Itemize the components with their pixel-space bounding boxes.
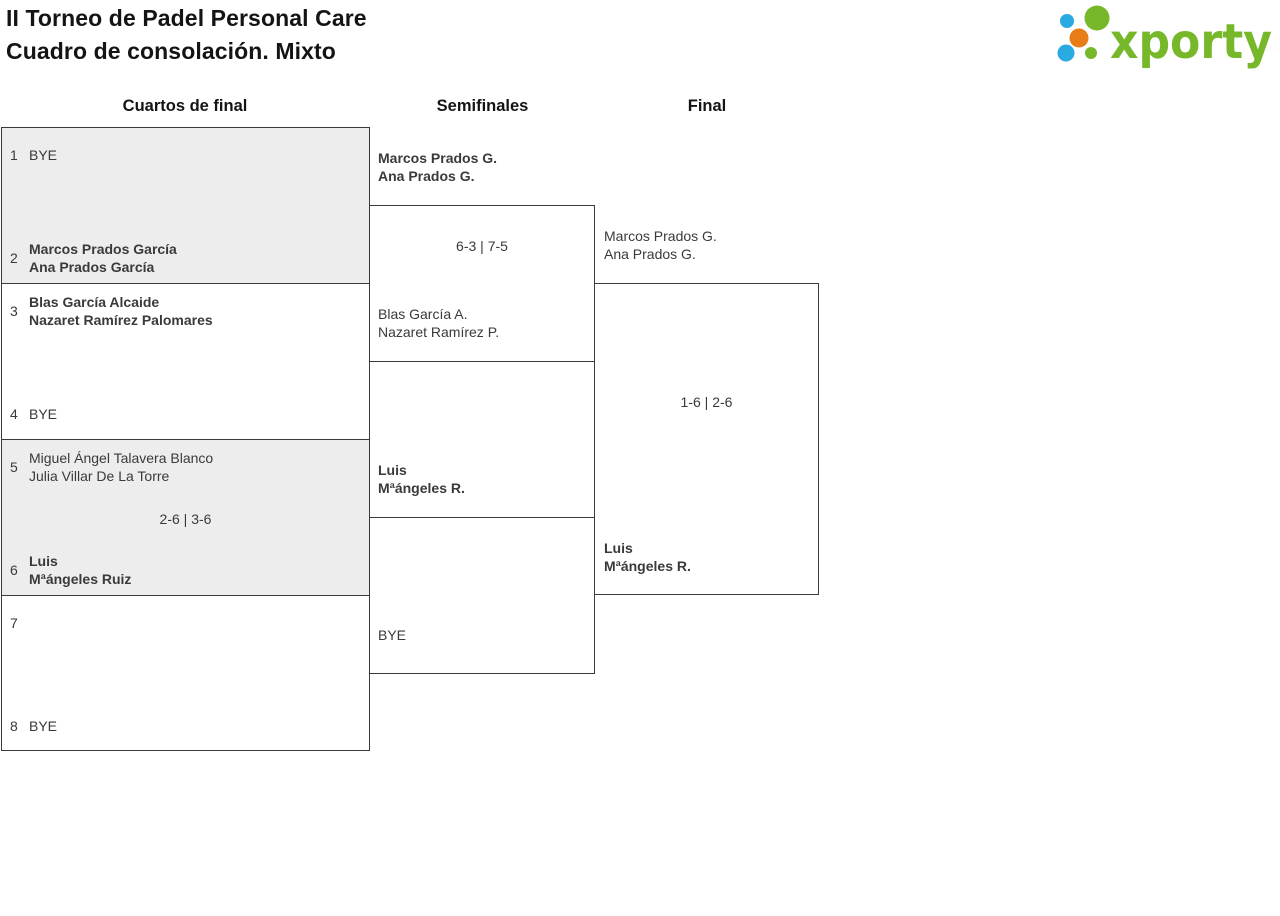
logo-dot-blue-big	[1057, 44, 1075, 62]
logo-dot-blue-small	[1060, 14, 1074, 28]
seed-number: 3	[10, 303, 18, 319]
match-final: Marcos Prados G. Ana Prados G. 1-6 | 2-6…	[594, 228, 819, 595]
team-name-line2: Mªángeles Ruiz	[29, 571, 132, 587]
seed-number: 7	[10, 615, 18, 631]
seed-number: 6	[10, 562, 18, 578]
seed-number: 5	[10, 459, 18, 475]
seed-number: 4	[10, 406, 18, 422]
team-names: Blas García A. Nazaret Ramírez P.	[378, 305, 499, 341]
match-score: 1-6 | 2-6	[680, 394, 733, 410]
team-names: Luis Mªángeles R.	[378, 461, 465, 497]
team-name-line1: Luis	[378, 462, 407, 478]
logo-dot-orange	[1069, 28, 1089, 48]
team-name-line2: Ana Prados G.	[604, 246, 696, 262]
logo-dot-green-big	[1084, 5, 1110, 31]
team-name-line1: BYE	[29, 147, 58, 163]
team-name-line1: Luis	[604, 540, 633, 556]
team-name-line1: BYE	[378, 627, 407, 643]
team-name-line1: Marcos Prados G.	[378, 150, 498, 166]
team-name-line2: Julia Villar De La Torre	[29, 468, 170, 484]
team-name-line1: BYE	[29, 718, 58, 734]
logo-wordmark: xporty	[1110, 14, 1272, 70]
team-row: 1 BYE	[10, 146, 363, 164]
team-row: 4 BYE	[10, 405, 363, 423]
round-header-final: Final	[687, 97, 727, 115]
team-name-line1: BYE	[29, 406, 58, 422]
team-name-line1: Luis	[29, 553, 58, 569]
draw-name: Cuadro de consolación. Mixto	[6, 38, 336, 64]
xporty-logo[interactable]: xporty	[1048, 0, 1276, 72]
match-semifinal-2: Luis Mªángeles R. BYE	[369, 462, 595, 674]
team-names: Blas García Alcaide Nazaret Ramírez Palo…	[29, 293, 213, 329]
team-name-line2: Nazaret Ramírez P.	[378, 324, 500, 340]
seed-number: 1	[10, 147, 18, 163]
team-name-line1: Blas García Alcaide	[29, 294, 160, 310]
team-names: Marcos Prados G. Ana Prados G.	[378, 149, 497, 185]
match-quarterfinal-2: 3 Blas García Alcaide Nazaret Ramírez Pa…	[1, 283, 370, 440]
team-names: Luis Mªángeles Ruiz	[29, 552, 131, 588]
team-name-line2: Mªángeles R.	[604, 558, 691, 574]
round-header-quarterfinals: Cuartos de final	[122, 97, 248, 115]
team-names: BYE	[29, 717, 57, 735]
team-name-line1: Marcos Prados G.	[604, 228, 717, 244]
match-quarterfinal-4: 7 8 BYE	[1, 595, 370, 751]
team-name-line2: Mªángeles R.	[378, 480, 465, 496]
team-names: Marcos Prados G. Ana Prados G.	[604, 227, 717, 263]
team-name-line2: Nazaret Ramírez Palomares	[29, 312, 213, 328]
team-names: Luis Mªángeles R.	[604, 539, 691, 575]
tournament-name: II Torneo de Padel Personal Care	[6, 5, 367, 31]
team-names: BYE	[378, 626, 406, 644]
match-quarterfinal-3: 5 Miguel Ángel Talavera Blanco Julia Vil…	[1, 439, 370, 596]
team-names: BYE	[29, 146, 57, 164]
match-score: 2-6 | 3-6	[159, 511, 212, 527]
team-names: Marcos Prados García Ana Prados García	[29, 240, 177, 276]
team-name-line1: Marcos Prados García	[29, 241, 177, 257]
team-row: 5 Miguel Ángel Talavera Blanco Julia Vil…	[10, 449, 363, 485]
team-name-line2: Ana Prados García	[29, 259, 155, 275]
team-name-line1: Blas García A.	[378, 306, 468, 322]
team-row: 8 BYE	[10, 717, 363, 735]
page-title: II Torneo de Padel Personal Care Cuadro …	[6, 2, 367, 68]
match-score: 6-3 | 7-5	[456, 238, 508, 254]
match-quarterfinal-1: 1 BYE 2 Marcos Prados García Ana Prados …	[1, 127, 370, 284]
team-name-line2: Ana Prados G.	[378, 168, 475, 184]
team-row: 3 Blas García Alcaide Nazaret Ramírez Pa…	[10, 293, 363, 329]
match-semifinal-1: Marcos Prados G. Ana Prados G. 6-3 | 7-5…	[369, 150, 595, 362]
seed-number: 2	[10, 250, 18, 266]
team-names: BYE	[29, 405, 57, 423]
seed-number: 8	[10, 718, 18, 734]
team-name-line1: Miguel Ángel Talavera Blanco	[29, 450, 214, 466]
team-row: 6 Luis Mªángeles Ruiz	[10, 552, 363, 588]
round-header-semifinals: Semifinales	[436, 97, 529, 115]
logo-dot-green-small	[1085, 47, 1097, 59]
team-row: 2 Marcos Prados García Ana Prados García	[10, 240, 363, 276]
team-names: Miguel Ángel Talavera Blanco Julia Villa…	[29, 449, 213, 485]
team-row: 7	[10, 615, 363, 631]
